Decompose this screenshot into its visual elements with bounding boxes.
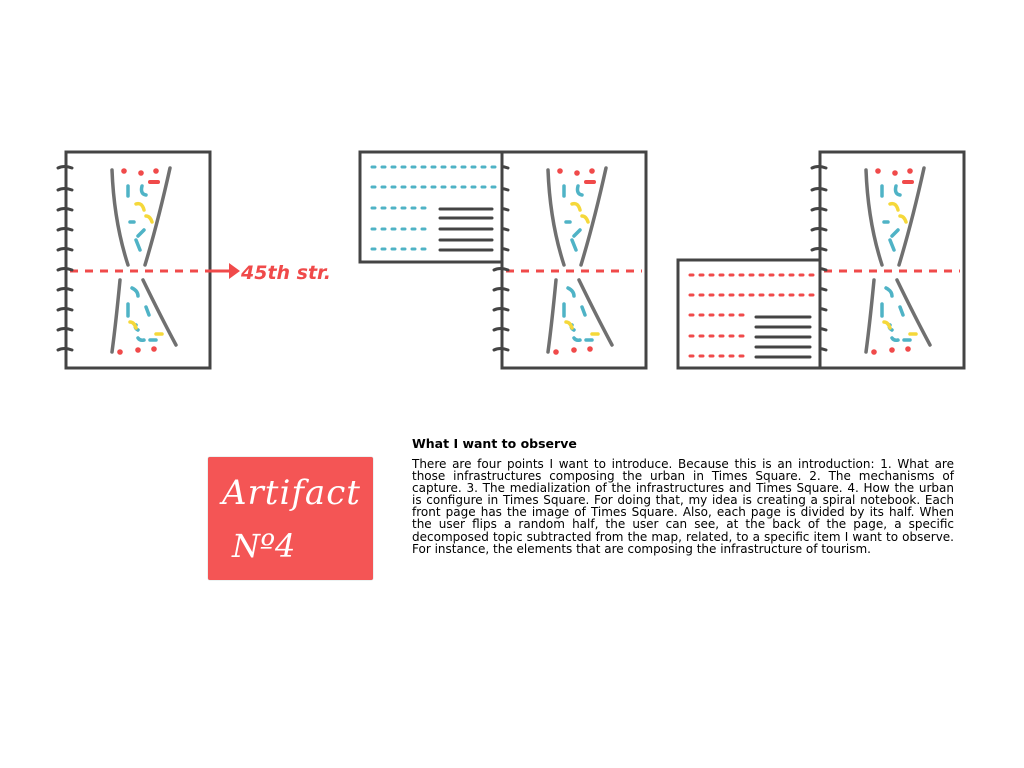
flipped-top-page [358,150,504,264]
arrow-icon [229,263,240,279]
description-body: There are four points I want to introduc… [412,457,954,556]
artifact-title: Artifact [222,473,361,513]
notebook-closed: 45th str. [56,150,331,370]
notebook-sketches: 45th str. [56,150,966,370]
artifact-card: Artifact Nº4 [208,457,373,580]
flipped-bottom-page [676,258,822,370]
description-heading: What I want to observe [412,436,577,451]
description: What I want to observe There are four po… [412,436,954,555]
notebook-bottom-flipped [676,150,966,370]
artifact-number: Nº4 [232,527,296,565]
street-label: 45th str. [240,262,331,284]
notebook-top-flipped [358,150,648,370]
